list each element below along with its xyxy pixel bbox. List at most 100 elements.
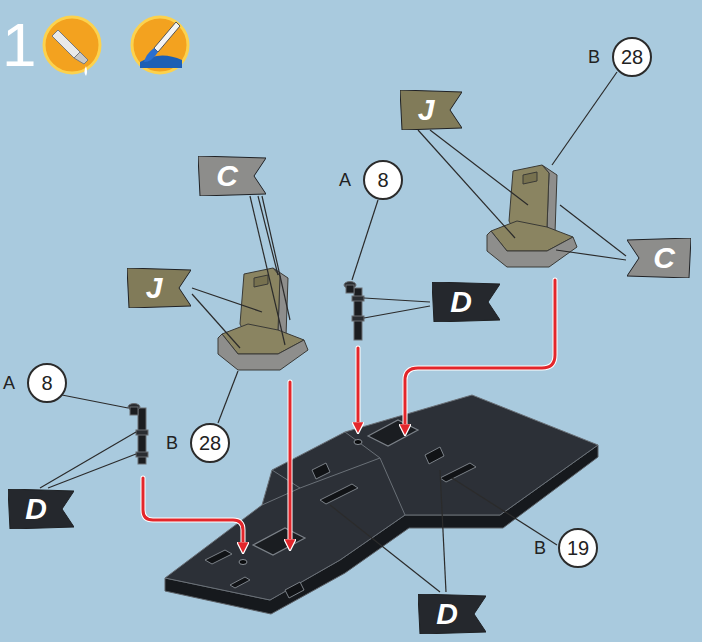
- callout-circle: 19: [558, 528, 598, 568]
- paint-code: D: [25, 494, 47, 524]
- leader-line: [364, 306, 430, 318]
- callout-number: 28B: [612, 37, 652, 77]
- flag-frame: D: [8, 489, 74, 529]
- part-number: 8: [41, 373, 52, 393]
- control-stick-part: [130, 407, 138, 415]
- leader-line: [62, 395, 128, 408]
- flag-shape: [127, 268, 191, 308]
- glue-icon: [85, 66, 88, 76]
- glue-icon: [52, 30, 80, 58]
- leader-line: [352, 200, 378, 280]
- control-stick-part: [136, 430, 148, 435]
- callout-number: 8A: [363, 160, 403, 200]
- leader-line: [40, 432, 136, 488]
- paint-icon: [132, 17, 188, 73]
- callout-number: 19B: [558, 528, 598, 568]
- paint-flag: D: [432, 282, 500, 322]
- assembly-arrow: [405, 280, 555, 430]
- floor-part: [425, 447, 444, 464]
- leader-line: [192, 294, 240, 348]
- seat-part: [254, 275, 268, 287]
- paint-code: D: [450, 287, 472, 317]
- callout-circle: 8: [27, 363, 67, 403]
- paint-flag: D: [8, 489, 74, 529]
- assembly-arrow: [143, 478, 243, 548]
- paint-icon: [144, 48, 158, 62]
- part-number: 8: [377, 170, 388, 190]
- sprue-letter: B: [534, 539, 546, 557]
- seat-part: [523, 172, 537, 184]
- assembly-arrow: [405, 280, 555, 430]
- leader-line: [440, 470, 446, 592]
- paint-flag: J: [400, 90, 462, 130]
- flag-frame: C: [627, 238, 691, 278]
- leader-line: [560, 205, 626, 256]
- flag-shape: [198, 156, 266, 196]
- leader-line: [330, 505, 440, 592]
- flag-frame: D: [418, 594, 486, 634]
- sprue-letter: A: [3, 374, 15, 392]
- sprue-letter: B: [166, 434, 178, 452]
- leader-line: [262, 196, 290, 320]
- assembly-arrow: [289, 382, 292, 545]
- part-number: 28: [199, 433, 221, 453]
- leader-line: [430, 130, 528, 205]
- part-number: 28: [621, 47, 643, 67]
- step-number: 1: [2, 14, 36, 76]
- assembly-arrow: [288, 382, 293, 545]
- control-stick-part: [352, 296, 364, 301]
- leader-line: [40, 72, 626, 592]
- callout-circle: 28: [612, 37, 652, 77]
- paint-flag: C: [627, 238, 691, 278]
- floor-part: [165, 395, 598, 600]
- glue-icon: [44, 17, 100, 76]
- assembly-arrow: [143, 280, 555, 548]
- leader-line: [218, 371, 238, 423]
- flag-frame: J: [400, 90, 462, 130]
- paint-flag: D: [418, 594, 486, 634]
- leader-line: [364, 298, 430, 302]
- callout-number: 28B: [190, 423, 230, 463]
- paint-code: C: [653, 243, 675, 273]
- assembly-arrow: [357, 348, 360, 428]
- floor-part: [285, 582, 304, 598]
- part-number: 19: [567, 538, 589, 558]
- leader-line: [552, 72, 617, 165]
- flag-frame: D: [432, 282, 500, 322]
- seat-part: [487, 231, 577, 267]
- floor-part: [262, 470, 300, 505]
- floor-part: [312, 463, 330, 479]
- paint-flag: C: [198, 156, 266, 196]
- control-stick-part: [352, 316, 364, 321]
- paint-icon: [132, 17, 188, 73]
- leader-line: [418, 130, 515, 238]
- control-stick-part: [136, 452, 148, 457]
- seat-part: [218, 334, 308, 370]
- floor-part: [354, 440, 362, 445]
- assembly-arrow: [143, 478, 243, 548]
- paint-code: J: [418, 95, 435, 125]
- leader-line: [48, 454, 136, 488]
- assembly-arrow: [356, 348, 361, 428]
- flag-shape: [400, 90, 462, 130]
- floor-part: [230, 577, 250, 588]
- sprue-letter: B: [588, 48, 600, 66]
- floor-part: [300, 458, 405, 515]
- paint-icon: [154, 22, 180, 52]
- paint-code: J: [146, 273, 163, 303]
- floor-part: [368, 420, 418, 446]
- glue-icon: [44, 17, 100, 73]
- control-stick-part: [346, 285, 354, 293]
- flag-shape: [432, 282, 500, 322]
- flag-shape: [8, 489, 74, 529]
- floor-part: [239, 560, 247, 565]
- flag-shape: [418, 594, 486, 634]
- callout-circle: 8: [363, 160, 403, 200]
- seat-part: [218, 268, 308, 370]
- leader-line: [556, 250, 626, 260]
- glue-icon: [74, 52, 88, 64]
- callout-circle: 28: [190, 423, 230, 463]
- leader-line: [258, 196, 278, 275]
- floor-part: [165, 395, 598, 614]
